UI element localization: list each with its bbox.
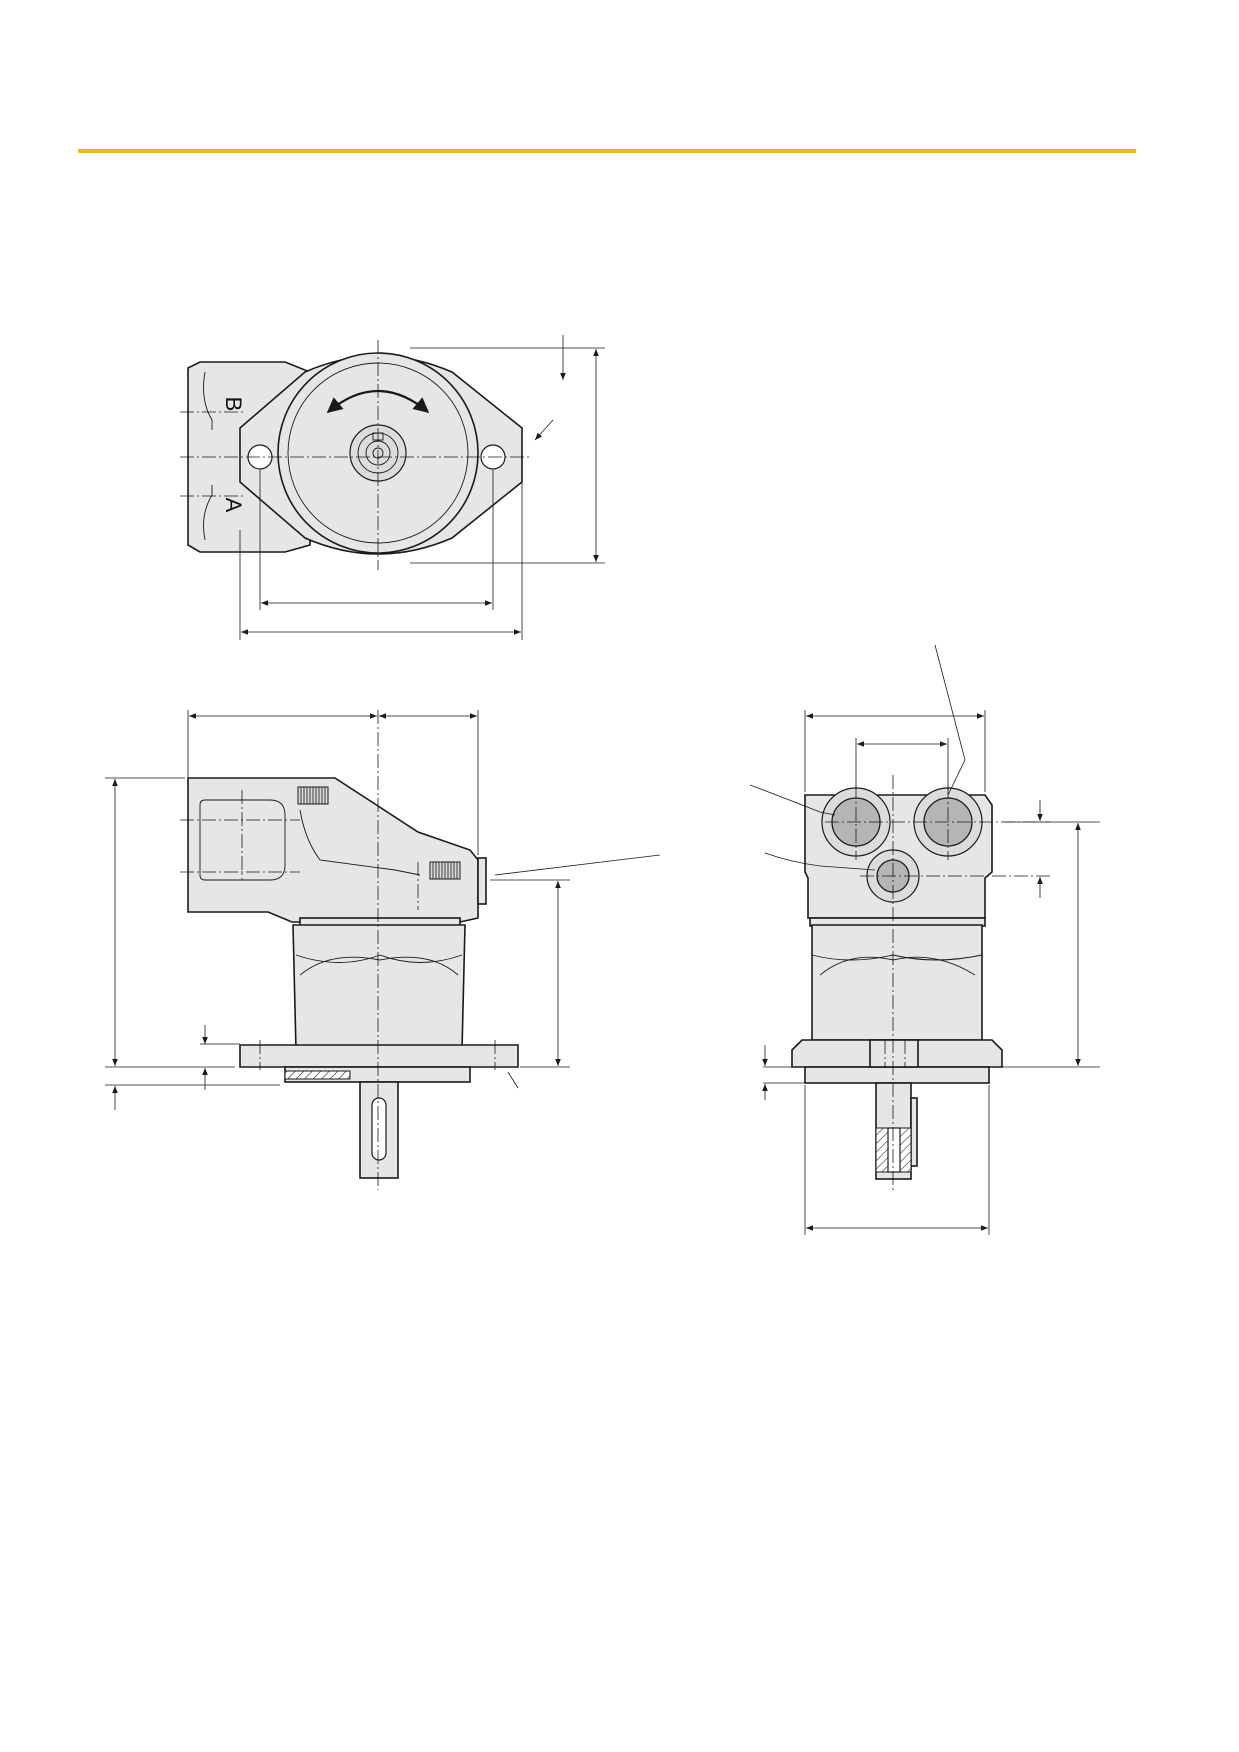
motor-body xyxy=(292,924,466,1051)
header-accent-rule xyxy=(78,149,1136,153)
mounting-flange-side xyxy=(239,1044,519,1068)
port-a-label: A xyxy=(221,498,246,513)
side-housing xyxy=(187,777,479,923)
side-view xyxy=(105,710,661,1190)
bleed-screw-lower xyxy=(429,861,461,880)
port-b-label: B xyxy=(221,397,246,412)
top-view: B A xyxy=(180,335,605,640)
front-motor-body xyxy=(811,924,983,1041)
bleed-screw-upper xyxy=(297,786,329,805)
front-view xyxy=(749,644,1100,1235)
